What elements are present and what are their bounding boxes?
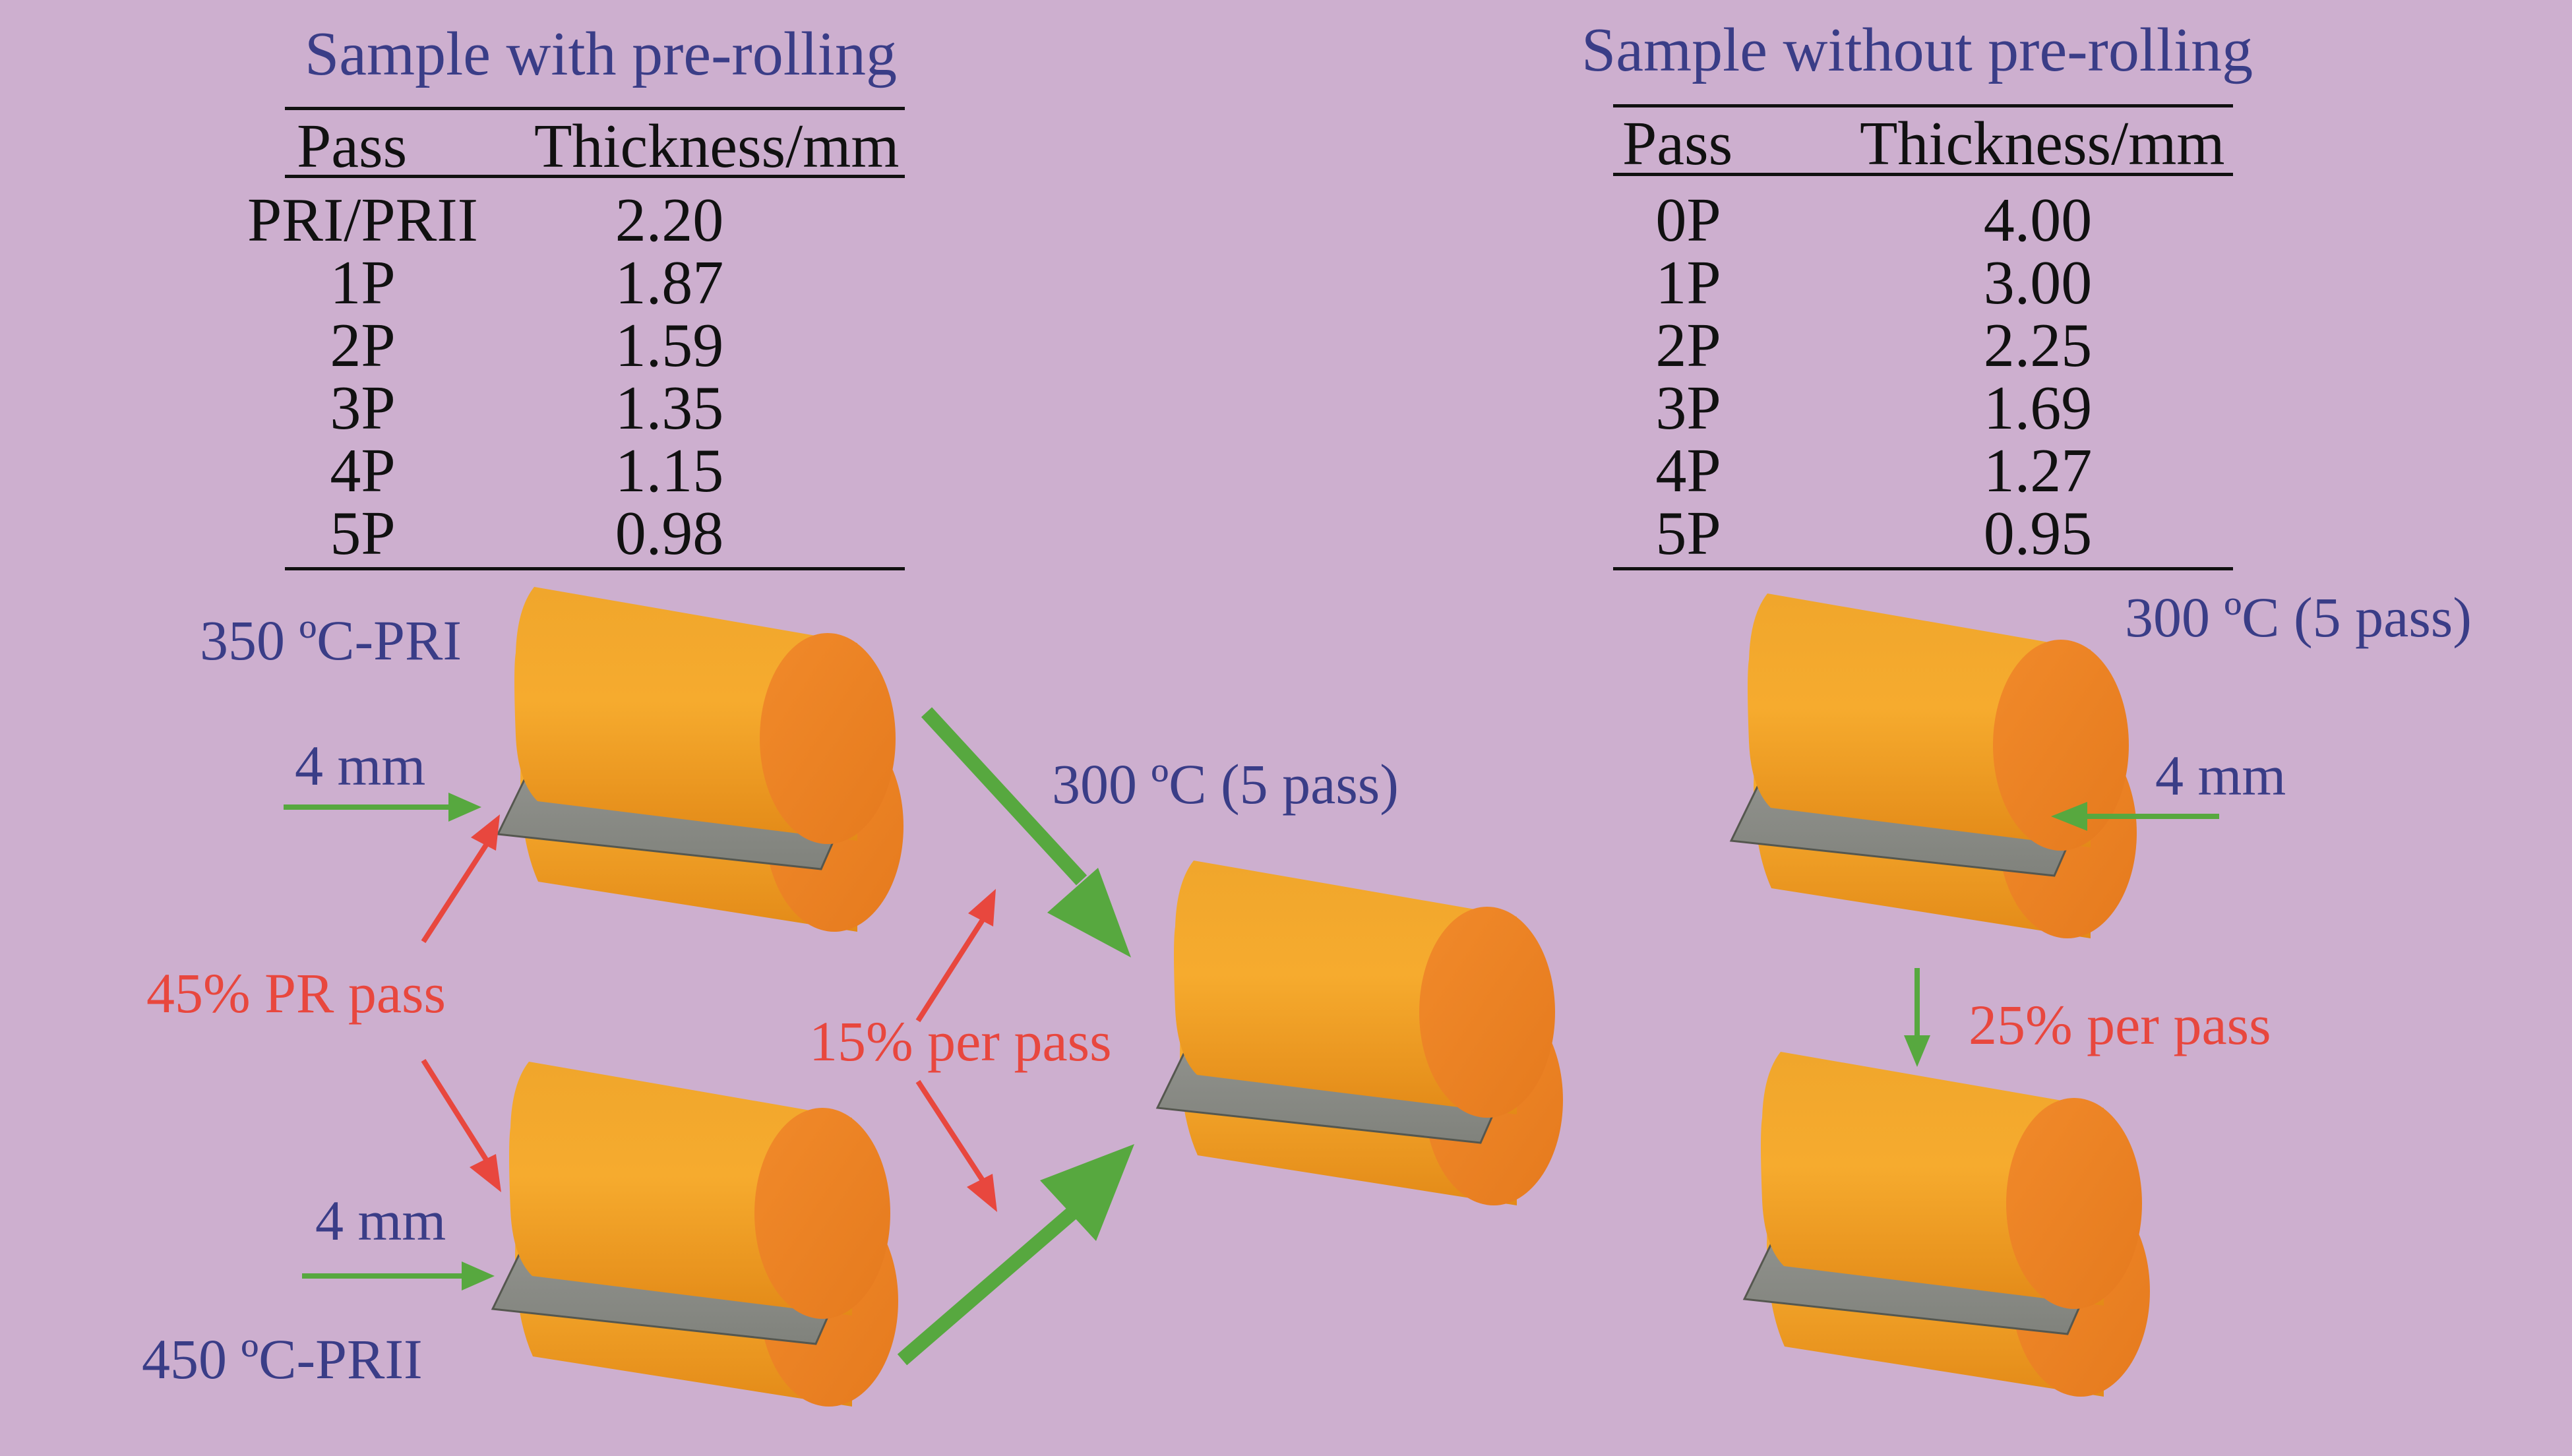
- right-table-row-thickness: 4.00: [1983, 186, 2093, 255]
- green-arrow-icon: [284, 707, 2219, 1366]
- left-table-row-pass: 5P: [330, 499, 396, 568]
- per-pass-15-label: 15% per pass: [809, 1010, 1112, 1073]
- right-thickness-label: 4 mm: [2155, 744, 2286, 807]
- left-table-header-thickness: Thickness/mm: [534, 112, 900, 181]
- right-table-row-thickness: 3.00: [1983, 249, 2093, 317]
- thickness-bottom-label: 4 mm: [315, 1189, 446, 1252]
- right-table-mid-rule: [1613, 173, 2233, 176]
- left-table-title: Sample with pre-rolling: [305, 20, 898, 88]
- left-table-row-thickness: 1.87: [615, 249, 724, 317]
- roller-pair-center: [1156, 859, 1564, 1207]
- right-table-row-pass: 4P: [1655, 437, 1721, 505]
- prii-temperature-label: 450 ºC-PRII: [142, 1327, 423, 1391]
- left-table-row-pass: 1P: [330, 249, 396, 317]
- center-condition-label: 300 ºC (5 pass): [1052, 752, 1399, 816]
- left-table-row-pass: 2P: [330, 311, 396, 380]
- right-table-row-pass: 2P: [1655, 311, 1721, 380]
- roller-pair-right-bottom: [1743, 1050, 2151, 1398]
- left-table-row-pass: 3P: [330, 374, 396, 442]
- roller-pair-pri: [497, 586, 905, 933]
- left-table-row-thickness: 1.59: [615, 311, 724, 380]
- thickness-top-label: 4 mm: [295, 734, 425, 797]
- left-table-row-thickness: 2.20: [615, 186, 724, 255]
- left-table-row-thickness: 0.98: [615, 499, 724, 568]
- left-table-header-pass: Pass: [297, 112, 408, 181]
- roller-pair-right-top: [1730, 592, 2138, 940]
- red-arrow-icon: [421, 814, 997, 1212]
- right-table-row-pass: 3P: [1655, 374, 1721, 442]
- left-table-row-thickness: 1.35: [615, 374, 724, 442]
- roller-pair-prii: [491, 1060, 900, 1408]
- left-table-top-rule: [285, 107, 905, 110]
- left-table-bottom-rule: [285, 567, 905, 570]
- left-table-row-pass: PRI/PRII: [247, 186, 478, 255]
- right-table-row-pass: 0P: [1655, 186, 1721, 255]
- pri-temperature-label: 350 ºC-PRI: [200, 609, 462, 672]
- left-table-row-pass: 4P: [330, 437, 396, 505]
- right-condition-label: 300 ºC (5 pass): [2125, 586, 2472, 649]
- right-table-bottom-rule: [1613, 567, 2233, 570]
- right-table-row-thickness: 1.27: [1983, 437, 2093, 505]
- right-table-row-thickness: 2.25: [1983, 311, 2093, 380]
- right-table-header-pass: Pass: [1622, 109, 1733, 178]
- right-table-header-thickness: Thickness/mm: [1860, 109, 2225, 178]
- right-table-row-pass: 5P: [1655, 499, 1721, 568]
- right-table-title: Sample without pre-rolling: [1581, 16, 2253, 84]
- right-table-row-thickness: 1.69: [1983, 374, 2093, 442]
- left-table-mid-rule: [285, 175, 905, 178]
- right-table-row-pass: 1P: [1655, 249, 1721, 317]
- right-table-row-thickness: 0.95: [1983, 499, 2093, 568]
- right-table-top-rule: [1613, 104, 2233, 107]
- left-table-row-thickness: 1.15: [615, 437, 724, 505]
- pr-pass-label: 45% PR pass: [146, 961, 446, 1025]
- per-pass-25-label: 25% per pass: [1969, 993, 2271, 1056]
